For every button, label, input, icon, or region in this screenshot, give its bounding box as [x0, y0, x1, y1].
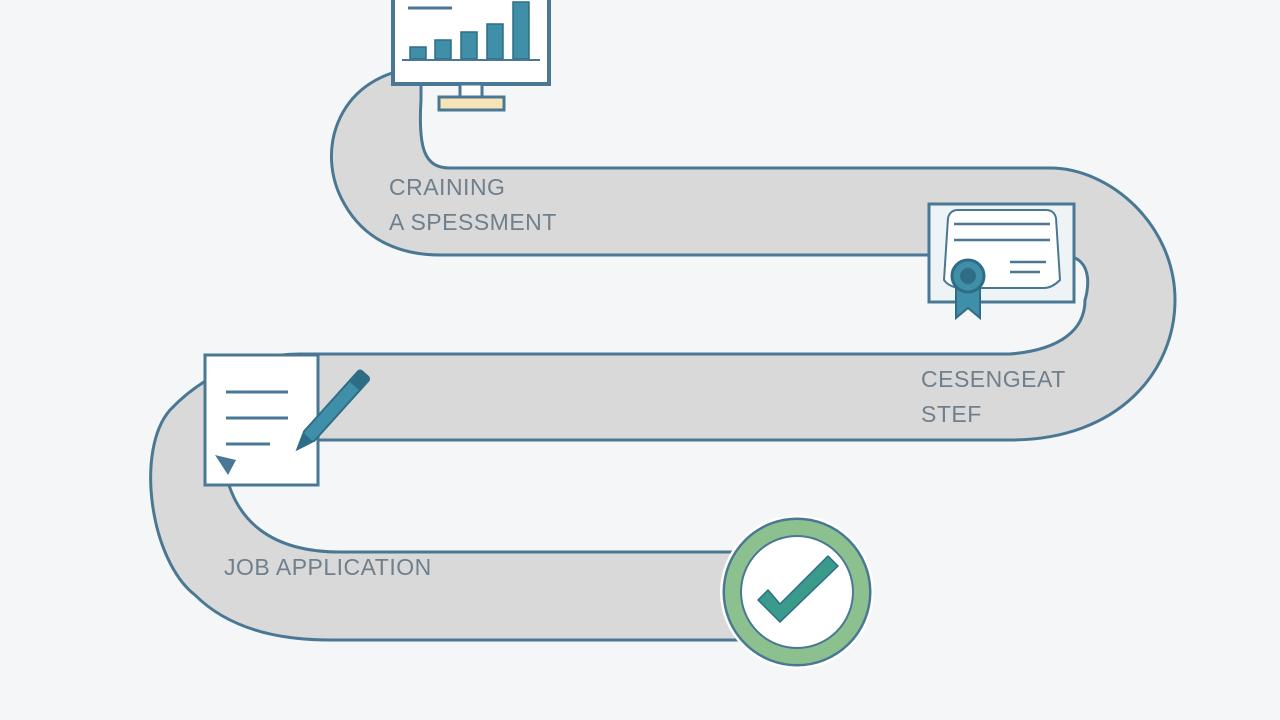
checkmark-icon	[720, 515, 874, 669]
monitor-chart-icon	[391, 0, 551, 112]
chart-bar	[409, 46, 427, 60]
application-label-line1: JOB APPLICATION	[224, 554, 432, 580]
pen-icon	[295, 369, 371, 452]
step-label-certificate: CESENGEAT STEF	[921, 366, 1066, 427]
certificate-label-line1: CESENGEAT	[921, 366, 1066, 392]
chart-bar	[460, 31, 478, 60]
chart-bar	[434, 39, 452, 60]
path-band	[149, 66, 1177, 642]
training-label-line1: CRAINING	[389, 174, 505, 200]
chart-bar	[512, 1, 530, 60]
chart-bar	[486, 23, 504, 60]
winding-path	[149, 66, 1177, 642]
training-label-line2: A SPESSMENT	[389, 209, 557, 235]
step-label-application: JOB APPLICATION	[224, 554, 432, 580]
document-pen-icon	[203, 353, 371, 487]
step-label-training: CRAINING A SPESSMENT	[389, 174, 557, 235]
certificate-label-line2: STEF	[921, 401, 982, 427]
certificate-icon	[927, 202, 1076, 321]
